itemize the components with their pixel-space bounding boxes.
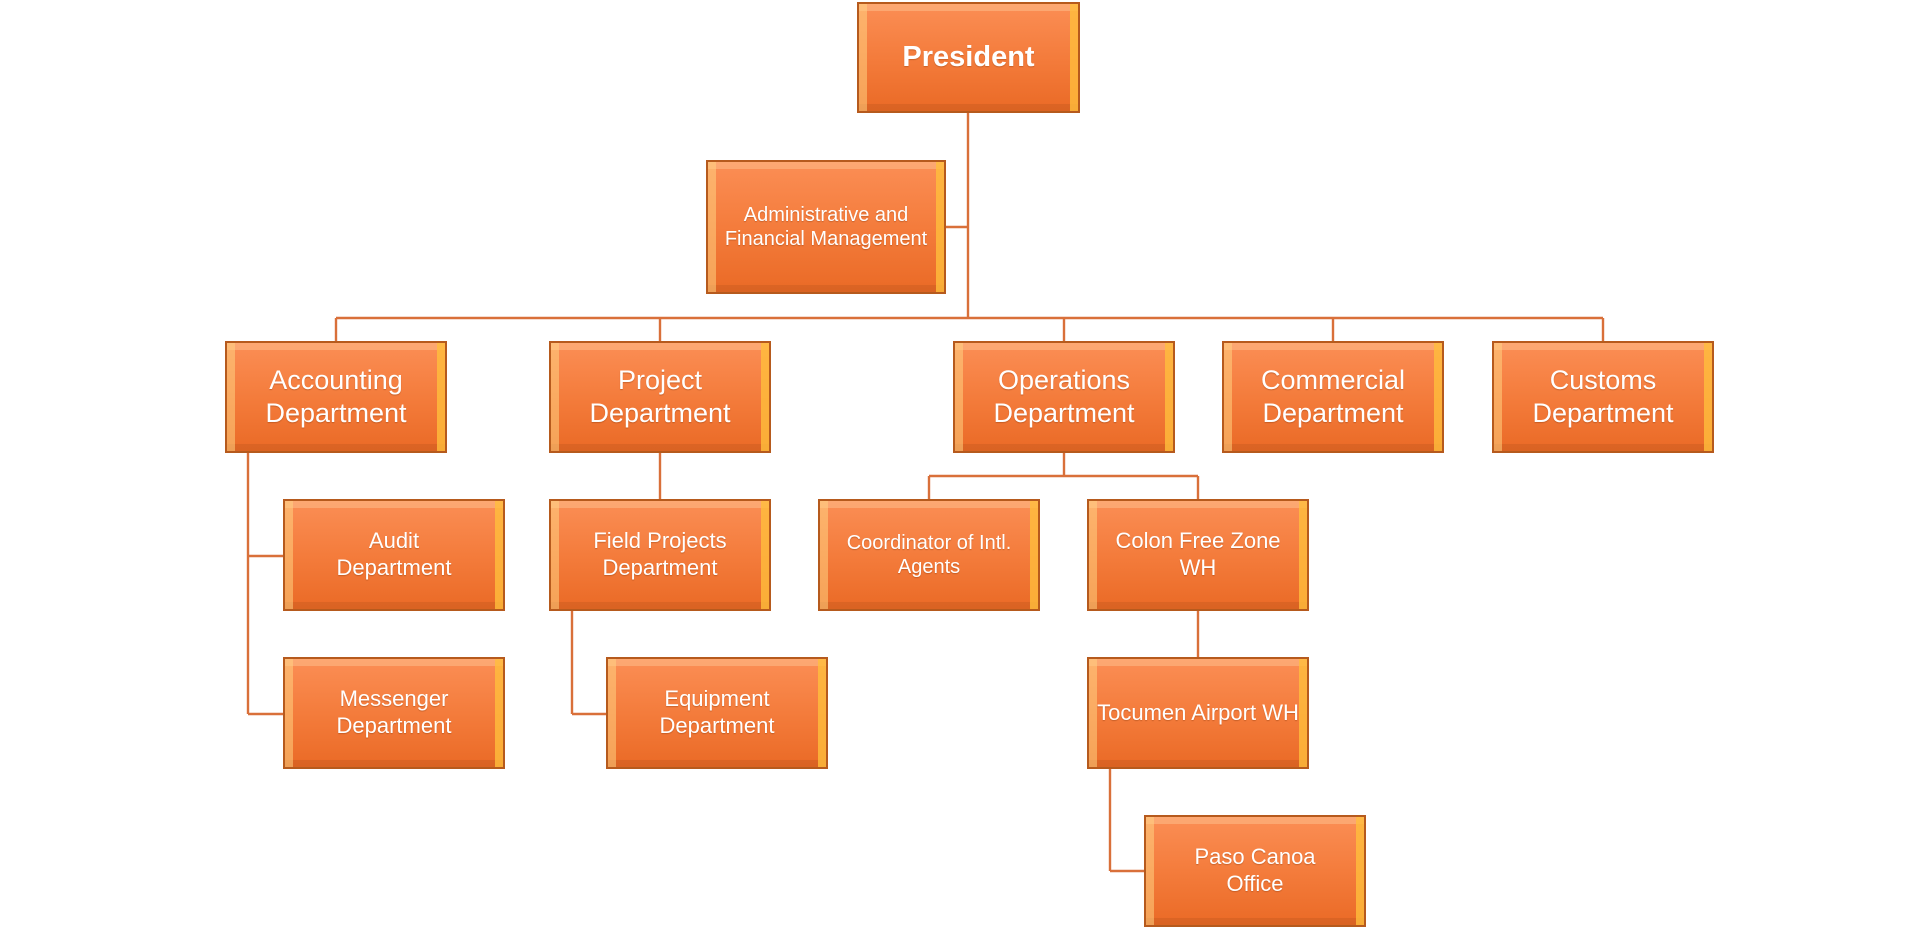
- coordinator-box: Coordinator of Intl. Agents: [818, 499, 1040, 611]
- project-box: Project Department: [549, 341, 771, 453]
- project-label: Project Department: [589, 365, 731, 428]
- colon-free-zone-label: Colon Free Zone WH: [1115, 528, 1281, 580]
- paso-canoa-box: Paso Canoa Office: [1144, 815, 1366, 927]
- customs-label: Customs Department: [1532, 365, 1674, 428]
- colon-free-zone-box: Colon Free Zone WH: [1087, 499, 1309, 611]
- audit-label: Audit Department: [336, 528, 452, 580]
- audit-box: Audit Department: [283, 499, 505, 611]
- operations-box: Operations Department: [953, 341, 1175, 453]
- paso-canoa-label: Paso Canoa Office: [1194, 844, 1316, 896]
- commercial-label: Commercial Department: [1260, 365, 1406, 428]
- tocumen-airport-box: Tocumen Airport WH: [1087, 657, 1309, 769]
- equipment-box: Equipment Department: [606, 657, 828, 769]
- operations-label: Operations Department: [993, 365, 1135, 428]
- admin-label: Administrative and Financial Management: [724, 203, 928, 250]
- field-projects-box: Field Projects Department: [549, 499, 771, 611]
- admin-box: Administrative and Financial Management: [706, 160, 946, 294]
- equipment-label: Equipment Department: [659, 686, 775, 738]
- commercial-box: Commercial Department: [1222, 341, 1444, 453]
- tocumen-airport-label: Tocumen Airport WH: [1097, 699, 1299, 725]
- accounting-label: Accounting Department: [265, 365, 407, 428]
- messenger-label: Messenger Department: [336, 686, 452, 738]
- field-projects-label: Field Projects Department: [593, 528, 727, 580]
- accounting-box: Accounting Department: [225, 341, 447, 453]
- coordinator-label: Coordinator of Intl. Agents: [846, 531, 1012, 578]
- customs-box: Customs Department: [1492, 341, 1714, 453]
- messenger-box: Messenger Department: [283, 657, 505, 769]
- president-box: President: [857, 2, 1080, 113]
- president-label: President: [902, 40, 1035, 73]
